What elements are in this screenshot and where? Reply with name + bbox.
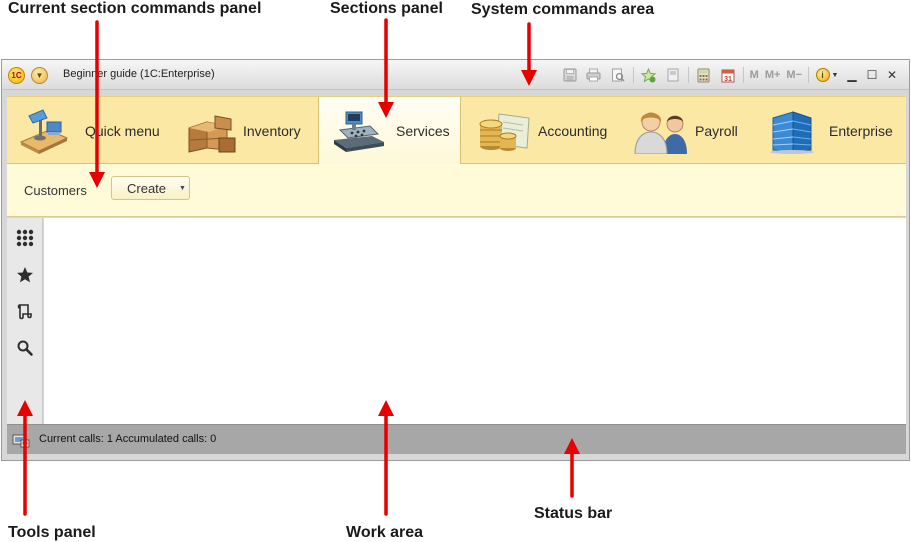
section-quick-menu[interactable]: Quick menu: [17, 97, 177, 164]
main-menu-button[interactable]: ▼: [31, 67, 48, 84]
toolbar-separator: [632, 67, 634, 83]
section-accounting[interactable]: Accounting: [477, 97, 627, 164]
section-label: Inventory: [243, 122, 301, 139]
search-icon[interactable]: [14, 337, 36, 359]
people-icon: [634, 112, 687, 154]
create-button[interactable]: Create ▼: [111, 176, 190, 200]
minimize-icon[interactable]: ▁: [847, 68, 857, 82]
info-menu-button[interactable]: i ▼: [815, 66, 839, 84]
label-work-area: Work area: [346, 524, 424, 541]
maximize-icon[interactable]: ☐: [866, 68, 878, 82]
section-services[interactable]: Services: [318, 97, 461, 164]
toolbar-separator: [687, 67, 689, 83]
quick-menu-icon: [19, 108, 69, 154]
title-bar: 1C ▼ Beginner guide (1C:Enterprise): [2, 60, 909, 90]
memory-icon[interactable]: M: [749, 69, 759, 81]
section-label: Payroll: [695, 122, 738, 139]
close-icon[interactable]: ✕: [886, 68, 898, 82]
bookmark-icon[interactable]: [664, 66, 682, 84]
section-label: Quick menu: [85, 122, 160, 139]
status-bar: Current calls: 1 Accumulated calls: 0: [7, 424, 906, 454]
favorites-star-icon[interactable]: [14, 264, 36, 286]
save-icon[interactable]: [561, 66, 579, 84]
app-window: 1C ▼ Beginner guide (1C:Enterprise): [1, 59, 910, 461]
calendar-icon[interactable]: 31: [719, 66, 737, 84]
connection-icon[interactable]: [12, 432, 30, 448]
toolbar-separator: [742, 67, 744, 83]
tools-panel: [7, 218, 43, 424]
section-inventory[interactable]: Inventory: [185, 97, 315, 164]
section-label: Services: [396, 122, 450, 139]
work-area[interactable]: [44, 218, 906, 424]
label-system-commands-area: System commands area: [471, 1, 655, 18]
grid-menu-icon[interactable]: [14, 227, 36, 249]
memory-plus-icon[interactable]: M+: [764, 69, 781, 81]
app-logo-icon[interactable]: 1C: [8, 67, 25, 84]
chevron-down-icon: ▼: [179, 184, 186, 192]
add-to-favorites-icon[interactable]: [640, 66, 658, 84]
inventory-icon: [188, 114, 236, 153]
label-status-bar: Status bar: [534, 505, 613, 522]
section-commands-panel: Customers Create ▼: [7, 164, 906, 217]
cash-register-icon: [334, 111, 384, 152]
status-text: Current calls: 1 Accumulated calls: 0: [39, 433, 217, 445]
create-button-label: Create: [127, 180, 167, 196]
memory-minus-icon[interactable]: M−: [786, 69, 802, 81]
history-icon[interactable]: [14, 300, 36, 322]
svg-text:31: 31: [724, 75, 732, 82]
system-commands-area: 31 M M+ M− i ▼ ▁ ☐ ✕: [561, 66, 899, 84]
label-tools-panel: Tools panel: [8, 524, 96, 541]
print-icon[interactable]: [585, 66, 603, 84]
print-preview-icon[interactable]: [609, 66, 627, 84]
customers-link[interactable]: Customers: [24, 183, 87, 198]
coins-icon: [479, 112, 530, 151]
section-label: Enterprise: [829, 122, 893, 139]
section-payroll[interactable]: Payroll: [633, 97, 763, 164]
sections-panel: Quick menu Inventory: [7, 96, 906, 164]
label-current-section-commands-panel: Current section commands panel: [8, 0, 262, 17]
chevron-down-icon: ▼: [831, 71, 839, 79]
calculator-icon[interactable]: [695, 66, 713, 84]
info-icon: i: [815, 68, 830, 82]
section-label: Accounting: [538, 122, 608, 139]
label-sections-panel: Sections panel: [330, 0, 443, 17]
section-enterprise[interactable]: Enterprise: [765, 97, 905, 164]
window-title: Beginner guide (1C:Enterprise): [63, 68, 215, 80]
building-icon: [770, 110, 814, 154]
toolbar-separator: [808, 67, 809, 83]
